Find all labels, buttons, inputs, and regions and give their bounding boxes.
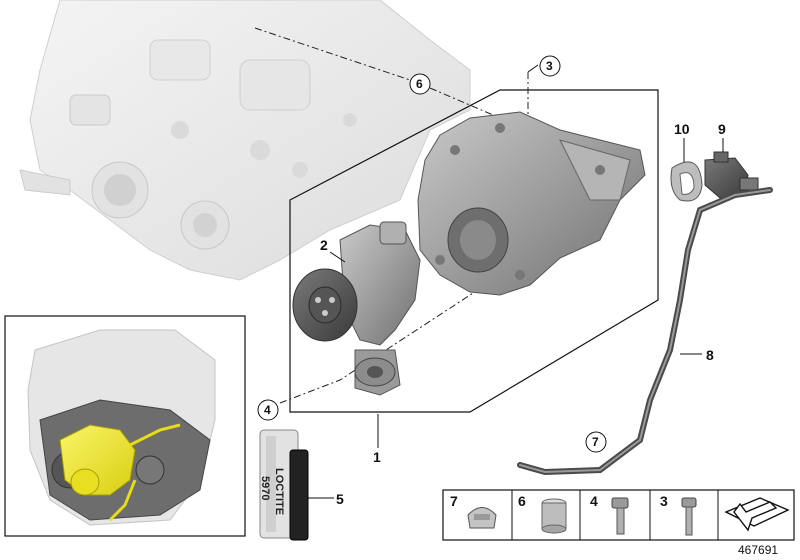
legend-label-6: 6 bbox=[518, 493, 526, 509]
sealant-tube: LOCTITE 5970 bbox=[259, 429, 309, 541]
legend-sleeve-icon bbox=[541, 498, 567, 534]
water-pump bbox=[292, 221, 421, 396]
circled-ref-4: 4 bbox=[264, 403, 271, 417]
assembly-frame bbox=[289, 89, 659, 413]
highlighted-water-pump bbox=[59, 423, 181, 522]
legend-arrow-icon bbox=[724, 497, 790, 532]
circled-ref-6: 6 bbox=[416, 77, 423, 91]
callout-2: 2 bbox=[320, 237, 328, 253]
pump-housing bbox=[417, 111, 646, 296]
legend-label-3: 3 bbox=[660, 493, 668, 509]
circled-references: 3 6 4 7 bbox=[257, 55, 607, 453]
legend-clip-icon bbox=[467, 507, 497, 529]
clip-part bbox=[670, 161, 703, 202]
legend-bolt-4-icon bbox=[611, 497, 629, 535]
callout-9: 9 bbox=[718, 121, 726, 137]
circled-ref-3: 3 bbox=[546, 59, 553, 73]
engine-block-background bbox=[19, 0, 471, 281]
callout-labels: 1 2 5 8 9 10 bbox=[308, 121, 726, 507]
legend-label-4: 4 bbox=[590, 493, 598, 509]
callout-1: 1 bbox=[373, 449, 381, 465]
callout-8: 8 bbox=[706, 347, 714, 363]
legend-bolt-3-icon bbox=[681, 497, 697, 536]
callout-10: 10 bbox=[674, 121, 690, 137]
sealant-number-label: 5970 bbox=[259, 476, 271, 500]
diagram-number: 467691 bbox=[738, 543, 778, 557]
legend-label-7: 7 bbox=[450, 493, 458, 509]
circled-ref-7: 7 bbox=[592, 435, 599, 449]
engine-overview-inset bbox=[4, 315, 246, 537]
heater-valve bbox=[704, 151, 759, 199]
legend-strip: 7 6 4 3 bbox=[442, 489, 795, 541]
callout-5: 5 bbox=[336, 491, 344, 507]
dash-dot-leaders bbox=[254, 27, 529, 404]
sealant-brand-label: LOCTITE bbox=[273, 468, 285, 515]
